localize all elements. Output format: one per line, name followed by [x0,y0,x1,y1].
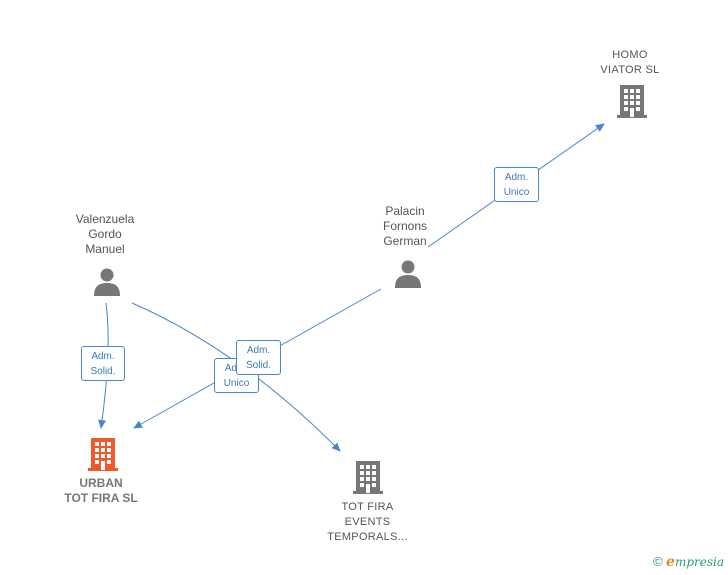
node-label-homo-viator[interactable]: HOMO VIATOR SL [600,49,660,76]
person-icon[interactable] [393,259,423,289]
building-icon[interactable] [351,459,385,495]
footer-brand: © empresia [653,554,724,570]
node-label-urban-tot-fira[interactable]: URBAN TOT FIRA SL [64,476,138,505]
node-label-tot-fira-events[interactable]: TOT FIRA EVENTS TEMPORALS... [327,501,408,543]
node-label-valenzuela[interactable]: Valenzuela Gordo Manuel [75,212,135,256]
copyright-symbol: © [653,554,663,569]
building-icon-highlighted[interactable] [86,436,120,472]
brand-logo-text: mpresia [674,555,724,569]
relation-label-palacin-homo[interactable]: Adm. Unico [494,167,539,202]
building-icon[interactable] [615,83,649,119]
node-label-palacin[interactable]: Palacin Fornons German [382,204,428,248]
relation-label-valenzuela-urban[interactable]: Adm. Solid. [81,346,125,381]
brand-logo-initial: e [666,554,675,570]
person-icon[interactable] [92,267,122,297]
relation-label-valenzuela-events[interactable]: Adm. Solid. [236,340,281,375]
